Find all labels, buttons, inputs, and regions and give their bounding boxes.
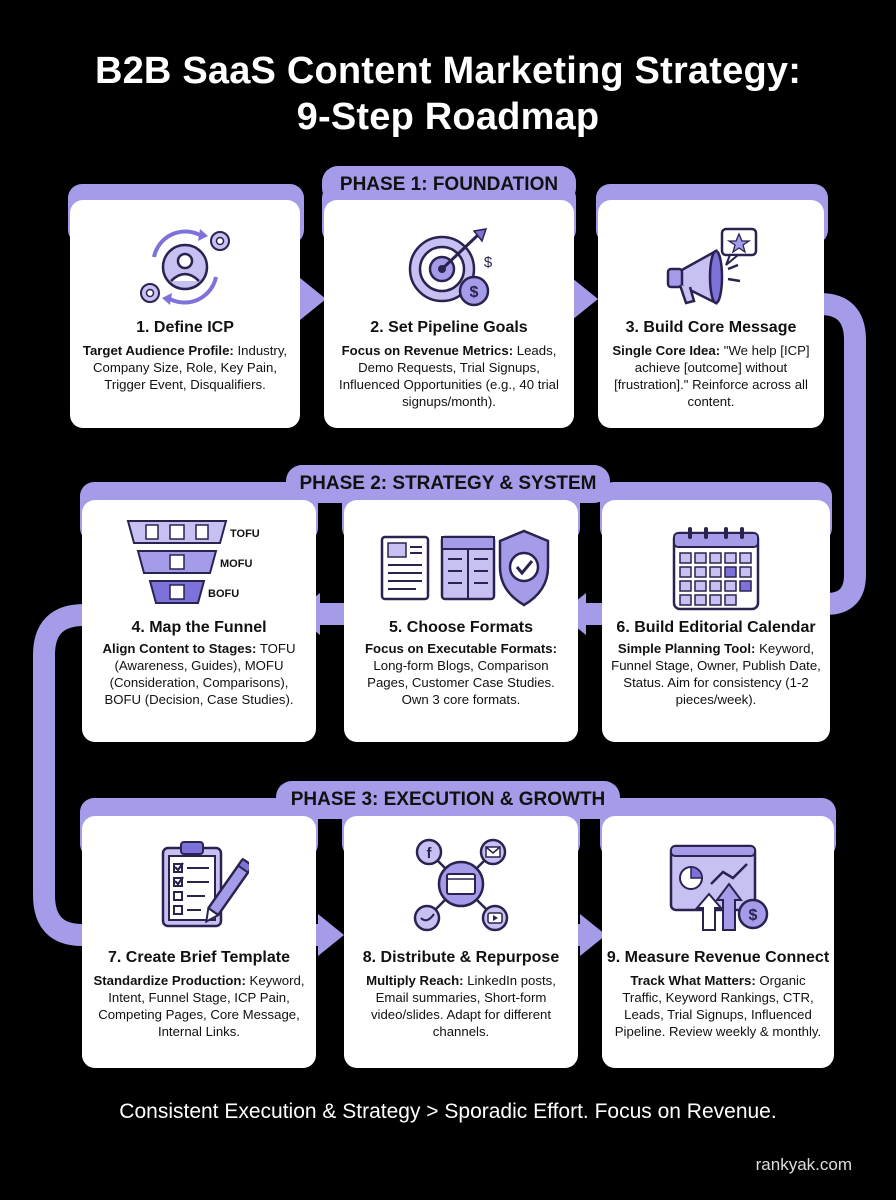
- step-description: Target Audience Profile: Industry, Compa…: [78, 342, 292, 393]
- step-card-2: $ $ 2. Set Pipeline Goals Focus on Reven…: [324, 200, 574, 428]
- svg-text:$: $: [484, 254, 493, 271]
- step-lead: Standardize Production:: [93, 973, 246, 988]
- step-card-6: 6. Build Editorial Calendar Simple Plann…: [602, 500, 830, 742]
- user-gears-icon: [70, 218, 300, 318]
- analytics-icon: $: [602, 834, 834, 934]
- phase-3-banner: PHASE 3: EXECUTION & GROWTH: [276, 781, 620, 819]
- step-lead: Single Core Idea:: [612, 343, 721, 358]
- formats-icon: [344, 518, 578, 618]
- step-body: Organic Traffic, Keyword Rankings, CTR, …: [614, 973, 822, 1039]
- step-card-9: $ 9. Measure Revenue Connect Track What …: [602, 816, 834, 1068]
- step-title: 4. Map the Funnel: [131, 619, 267, 636]
- step-title: 7. Create Brief Template: [108, 949, 290, 966]
- step-description: Multiply Reach: LinkedIn posts, Email su…: [352, 972, 570, 1040]
- step-card-5: 5. Choose Formats Focus on Executable Fo…: [344, 500, 578, 742]
- step-body: Keyword, Funnel Stage, Owner, Publish Da…: [611, 641, 821, 707]
- megaphone-icon: [598, 218, 824, 318]
- tofu-label: TOFU: [230, 528, 260, 540]
- step-title: 1. Define ICP: [136, 319, 234, 336]
- title-line-1: B2B SaaS Content Marketing Strategy:: [94, 50, 802, 92]
- svg-text:$: $: [470, 284, 479, 301]
- clipboard-pen-icon: [82, 834, 316, 934]
- step-description: Align Content to Stages: TOFU (Awareness…: [90, 640, 308, 708]
- step-body: Leads, Demo Requests, Trial Signups, Inf…: [339, 343, 559, 409]
- step-body: Keyword, Intent, Funnel Stage, ICP Pain,…: [98, 973, 305, 1039]
- step-title: 2. Set Pipeline Goals: [370, 319, 528, 336]
- step-description: Focus on Revenue Metrics: Leads, Demo Re…: [332, 342, 566, 410]
- step-description: Simple Planning Tool: Keyword, Funnel St…: [610, 640, 822, 708]
- calendar-icon: [602, 518, 830, 618]
- step-description: Standardize Production: Keyword, Intent,…: [90, 972, 308, 1040]
- step-description: Track What Matters: Organic Traffic, Key…: [610, 972, 826, 1040]
- step-lead: Target Audience Profile:: [82, 343, 234, 358]
- svg-text:$: $: [749, 907, 758, 924]
- step-body: TOFU (Awareness, Guides), MOFU (Consider…: [104, 641, 296, 707]
- mofu-label: MOFU: [220, 558, 252, 570]
- svg-text:f: f: [427, 845, 433, 862]
- step-card-4: TOFU MOFU BOFU 4. Map the Funnel Align C…: [82, 500, 316, 742]
- step-card-3: 3. Build Core Message Single Core Idea: …: [598, 200, 824, 428]
- page-title: B2B SaaS Content Marketing Strategy: 9-S…: [0, 48, 896, 140]
- network-icon: f: [344, 834, 578, 934]
- step-card-7: 7. Create Brief Template Standardize Pro…: [82, 816, 316, 1068]
- step-title: 5. Choose Formats: [388, 619, 534, 636]
- step-body: LinkedIn posts, Email summaries, Short-f…: [370, 973, 556, 1039]
- step-title: 9. Measure Revenue Connect: [606, 949, 830, 966]
- step-lead: Focus on Revenue Metrics:: [341, 343, 514, 358]
- step-lead: Align Content to Stages:: [102, 641, 257, 656]
- title-line-2: 9-Step Roadmap: [296, 96, 600, 138]
- step-body: "We help [ICP] achieve [outcome] without…: [614, 343, 810, 409]
- step-body: Long-form Blogs, Comparison Pages, Custo…: [367, 658, 555, 707]
- step-card-1: 1. Define ICP Target Audience Profile: I…: [70, 200, 300, 428]
- step-lead: Multiply Reach:: [366, 973, 464, 988]
- step-lead: Simple Planning Tool:: [617, 641, 756, 656]
- bofu-label: BOFU: [208, 588, 239, 600]
- step-title: 6. Build Editorial Calendar: [616, 619, 816, 636]
- step-description: Focus on Executable Formats: Long-form B…: [352, 640, 570, 708]
- step-title: 3. Build Core Message: [625, 319, 797, 336]
- step-title: 8. Distribute & Repurpose: [362, 949, 560, 966]
- step-card-8: f 8. Distribute & Repurpose Multiply Rea…: [344, 816, 578, 1068]
- phase-1-banner: PHASE 1: FOUNDATION: [322, 166, 576, 204]
- footer-tagline: Consistent Execution & Strategy > Sporad…: [119, 1100, 777, 1123]
- phase-2-banner: PHASE 2: STRATEGY & SYSTEM: [286, 465, 610, 503]
- source-credit: rankyak.com: [755, 1155, 852, 1174]
- step-description: Single Core Idea: "We help [ICP] achieve…: [606, 342, 816, 410]
- funnel-icon: TOFU MOFU BOFU: [82, 514, 316, 610]
- step-lead: Focus on Executable Formats:: [365, 641, 557, 656]
- step-lead: Track What Matters:: [630, 973, 756, 988]
- step-body: Industry, Company Size, Role, Key Pain, …: [93, 343, 288, 392]
- target-dollar-icon: $ $: [324, 218, 574, 318]
